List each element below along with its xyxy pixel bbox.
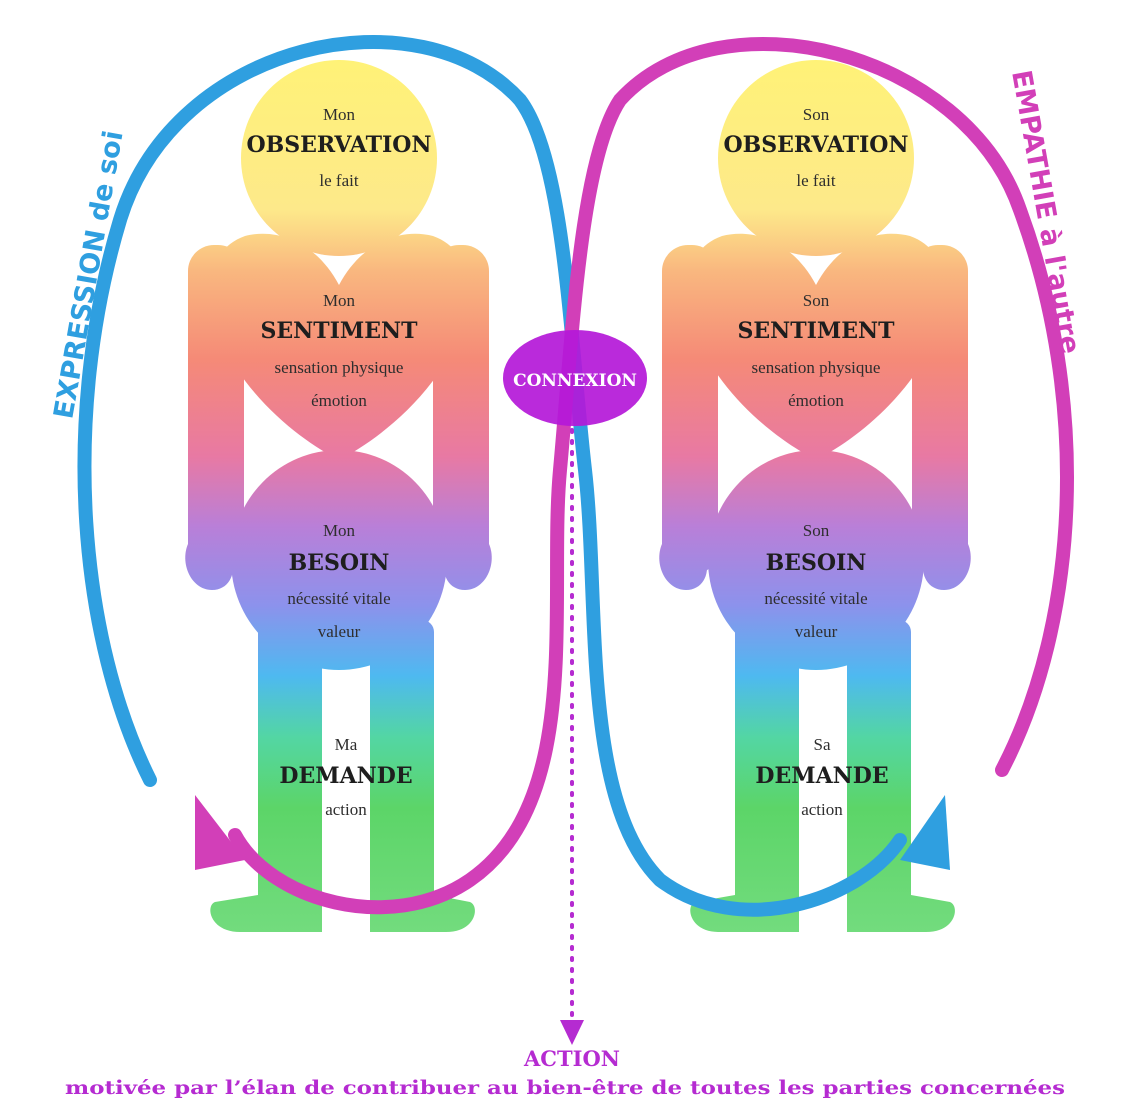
right-labels: Son OBSERVATION le fait Son SENTIMENT se… bbox=[723, 105, 908, 819]
left-labels: Mon OBSERVATION le fait Mon SENTIMENT se… bbox=[246, 105, 431, 819]
left-hand-left bbox=[185, 540, 234, 590]
left-sentiment-pre: Mon bbox=[323, 291, 356, 310]
left-observation-head bbox=[241, 60, 437, 256]
right-leg-left bbox=[735, 620, 799, 930]
right-figure bbox=[659, 60, 971, 932]
left-observation-sub: le fait bbox=[319, 171, 358, 190]
magenta-arrowhead bbox=[195, 795, 245, 870]
left-besoin-sub1: nécessité vitale bbox=[287, 589, 390, 608]
right-observation-title: OBSERVATION bbox=[723, 132, 908, 158]
right-besoin-pre: Son bbox=[803, 521, 830, 540]
left-sentiment-sub1: sensation physique bbox=[275, 358, 404, 377]
left-demande-pre: Ma bbox=[335, 735, 358, 754]
right-observation-pre: Son bbox=[803, 105, 830, 124]
left-besoin-sub2: valeur bbox=[318, 622, 361, 641]
right-sentiment-sub1: sensation physique bbox=[752, 358, 881, 377]
right-besoin-title: BESOIN bbox=[766, 550, 867, 576]
connexion-bubble bbox=[503, 330, 647, 426]
left-besoin-belly bbox=[231, 450, 447, 670]
action-subtitle: motivée par l’élan de contribuer au bien… bbox=[65, 1077, 1065, 1099]
left-demande-title: DEMANDE bbox=[279, 763, 412, 789]
left-hand-right bbox=[443, 540, 492, 590]
right-besoin-belly bbox=[708, 450, 924, 670]
left-besoin-title: BESOIN bbox=[289, 550, 390, 576]
right-hand-left bbox=[659, 540, 708, 590]
left-figure bbox=[185, 60, 492, 932]
left-observation-title: OBSERVATION bbox=[246, 132, 431, 158]
left-foot-left bbox=[210, 895, 322, 932]
connexion-label: CONNEXION bbox=[513, 371, 637, 391]
right-sentiment-sub2: émotion bbox=[788, 391, 844, 410]
right-sentiment-heart bbox=[686, 233, 946, 460]
blue-arrowhead bbox=[900, 795, 950, 870]
left-observation-pre: Mon bbox=[323, 105, 356, 124]
right-demande-sub: action bbox=[801, 800, 843, 819]
left-sentiment-title: SENTIMENT bbox=[260, 318, 418, 344]
right-demande-title: DEMANDE bbox=[755, 763, 888, 789]
left-besoin-pre: Mon bbox=[323, 521, 356, 540]
left-demande-sub: action bbox=[325, 800, 367, 819]
left-demande-slot bbox=[322, 700, 370, 822]
action-arrowhead bbox=[560, 1020, 584, 1045]
right-observation-sub: le fait bbox=[796, 171, 835, 190]
empathie-loop bbox=[228, 37, 1074, 915]
right-demande-pre: Sa bbox=[814, 735, 831, 754]
left-sentiment-sub2: émotion bbox=[311, 391, 367, 410]
right-besoin-sub2: valeur bbox=[795, 622, 838, 641]
left-sentiment-heart bbox=[209, 233, 469, 460]
left-leg-right bbox=[370, 620, 434, 930]
right-sentiment-title: SENTIMENT bbox=[737, 318, 895, 344]
right-besoin-sub1: nécessité vitale bbox=[764, 589, 867, 608]
right-sentiment-pre: Son bbox=[803, 291, 830, 310]
right-foot-right bbox=[847, 895, 955, 932]
action-title: ACTION bbox=[523, 1046, 620, 1071]
right-observation-head bbox=[718, 60, 914, 256]
expression-loop bbox=[77, 35, 907, 917]
left-leg-left bbox=[258, 620, 322, 930]
right-demande-slot bbox=[799, 700, 847, 822]
right-hand-right bbox=[922, 540, 971, 590]
